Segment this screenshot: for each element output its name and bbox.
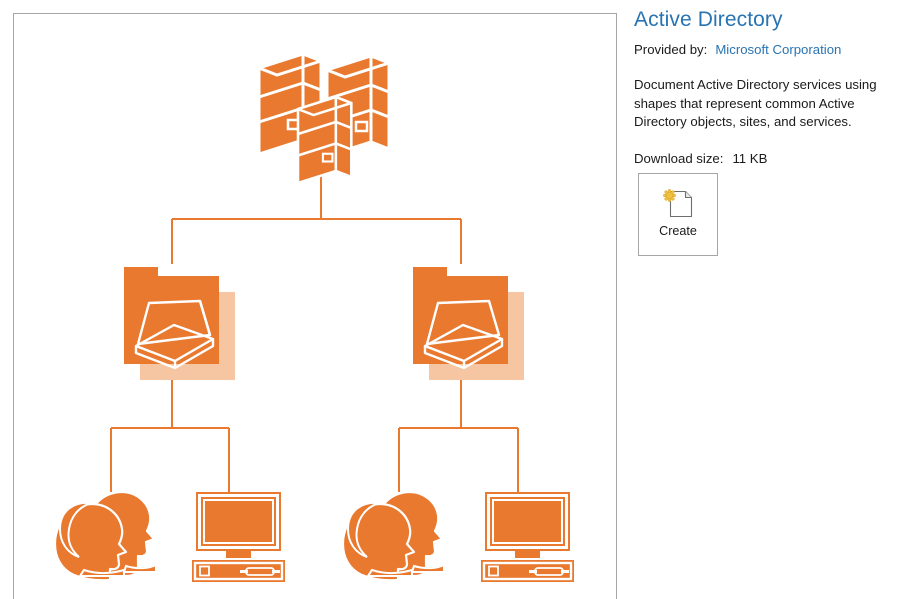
node-site-left[interactable]: [124, 267, 235, 380]
node-users-right[interactable]: [341, 490, 445, 582]
create-button-label: Create: [659, 224, 697, 238]
node-computer-right[interactable]: [481, 492, 574, 582]
provided-by-row: Provided by: Microsoft Corporation: [634, 41, 906, 59]
template-preview-pane: [13, 13, 617, 599]
download-size-row: Download size: 11 KB: [634, 150, 906, 168]
node-server-stack[interactable]: [257, 52, 391, 191]
download-size-label: Download size:: [634, 150, 724, 166]
create-button[interactable]: Create: [638, 173, 718, 256]
download-size-value: 11 KB: [732, 150, 768, 166]
page-title: Active Directory: [634, 8, 783, 31]
template-info-pane: Active Directory Provided by: Microsoft C…: [634, 0, 906, 599]
provider-link[interactable]: Microsoft Corporation: [715, 42, 842, 57]
node-site-right[interactable]: [413, 267, 524, 380]
node-computer-left[interactable]: [192, 492, 285, 582]
node-users-left[interactable]: [53, 490, 157, 582]
new-document-icon: [660, 185, 696, 221]
diagram-connectors: [109, 174, 520, 492]
template-description: Document Active Directory services using…: [634, 77, 877, 129]
provided-by-label: Provided by:: [634, 42, 708, 57]
active-directory-diagram: [53, 52, 574, 582]
